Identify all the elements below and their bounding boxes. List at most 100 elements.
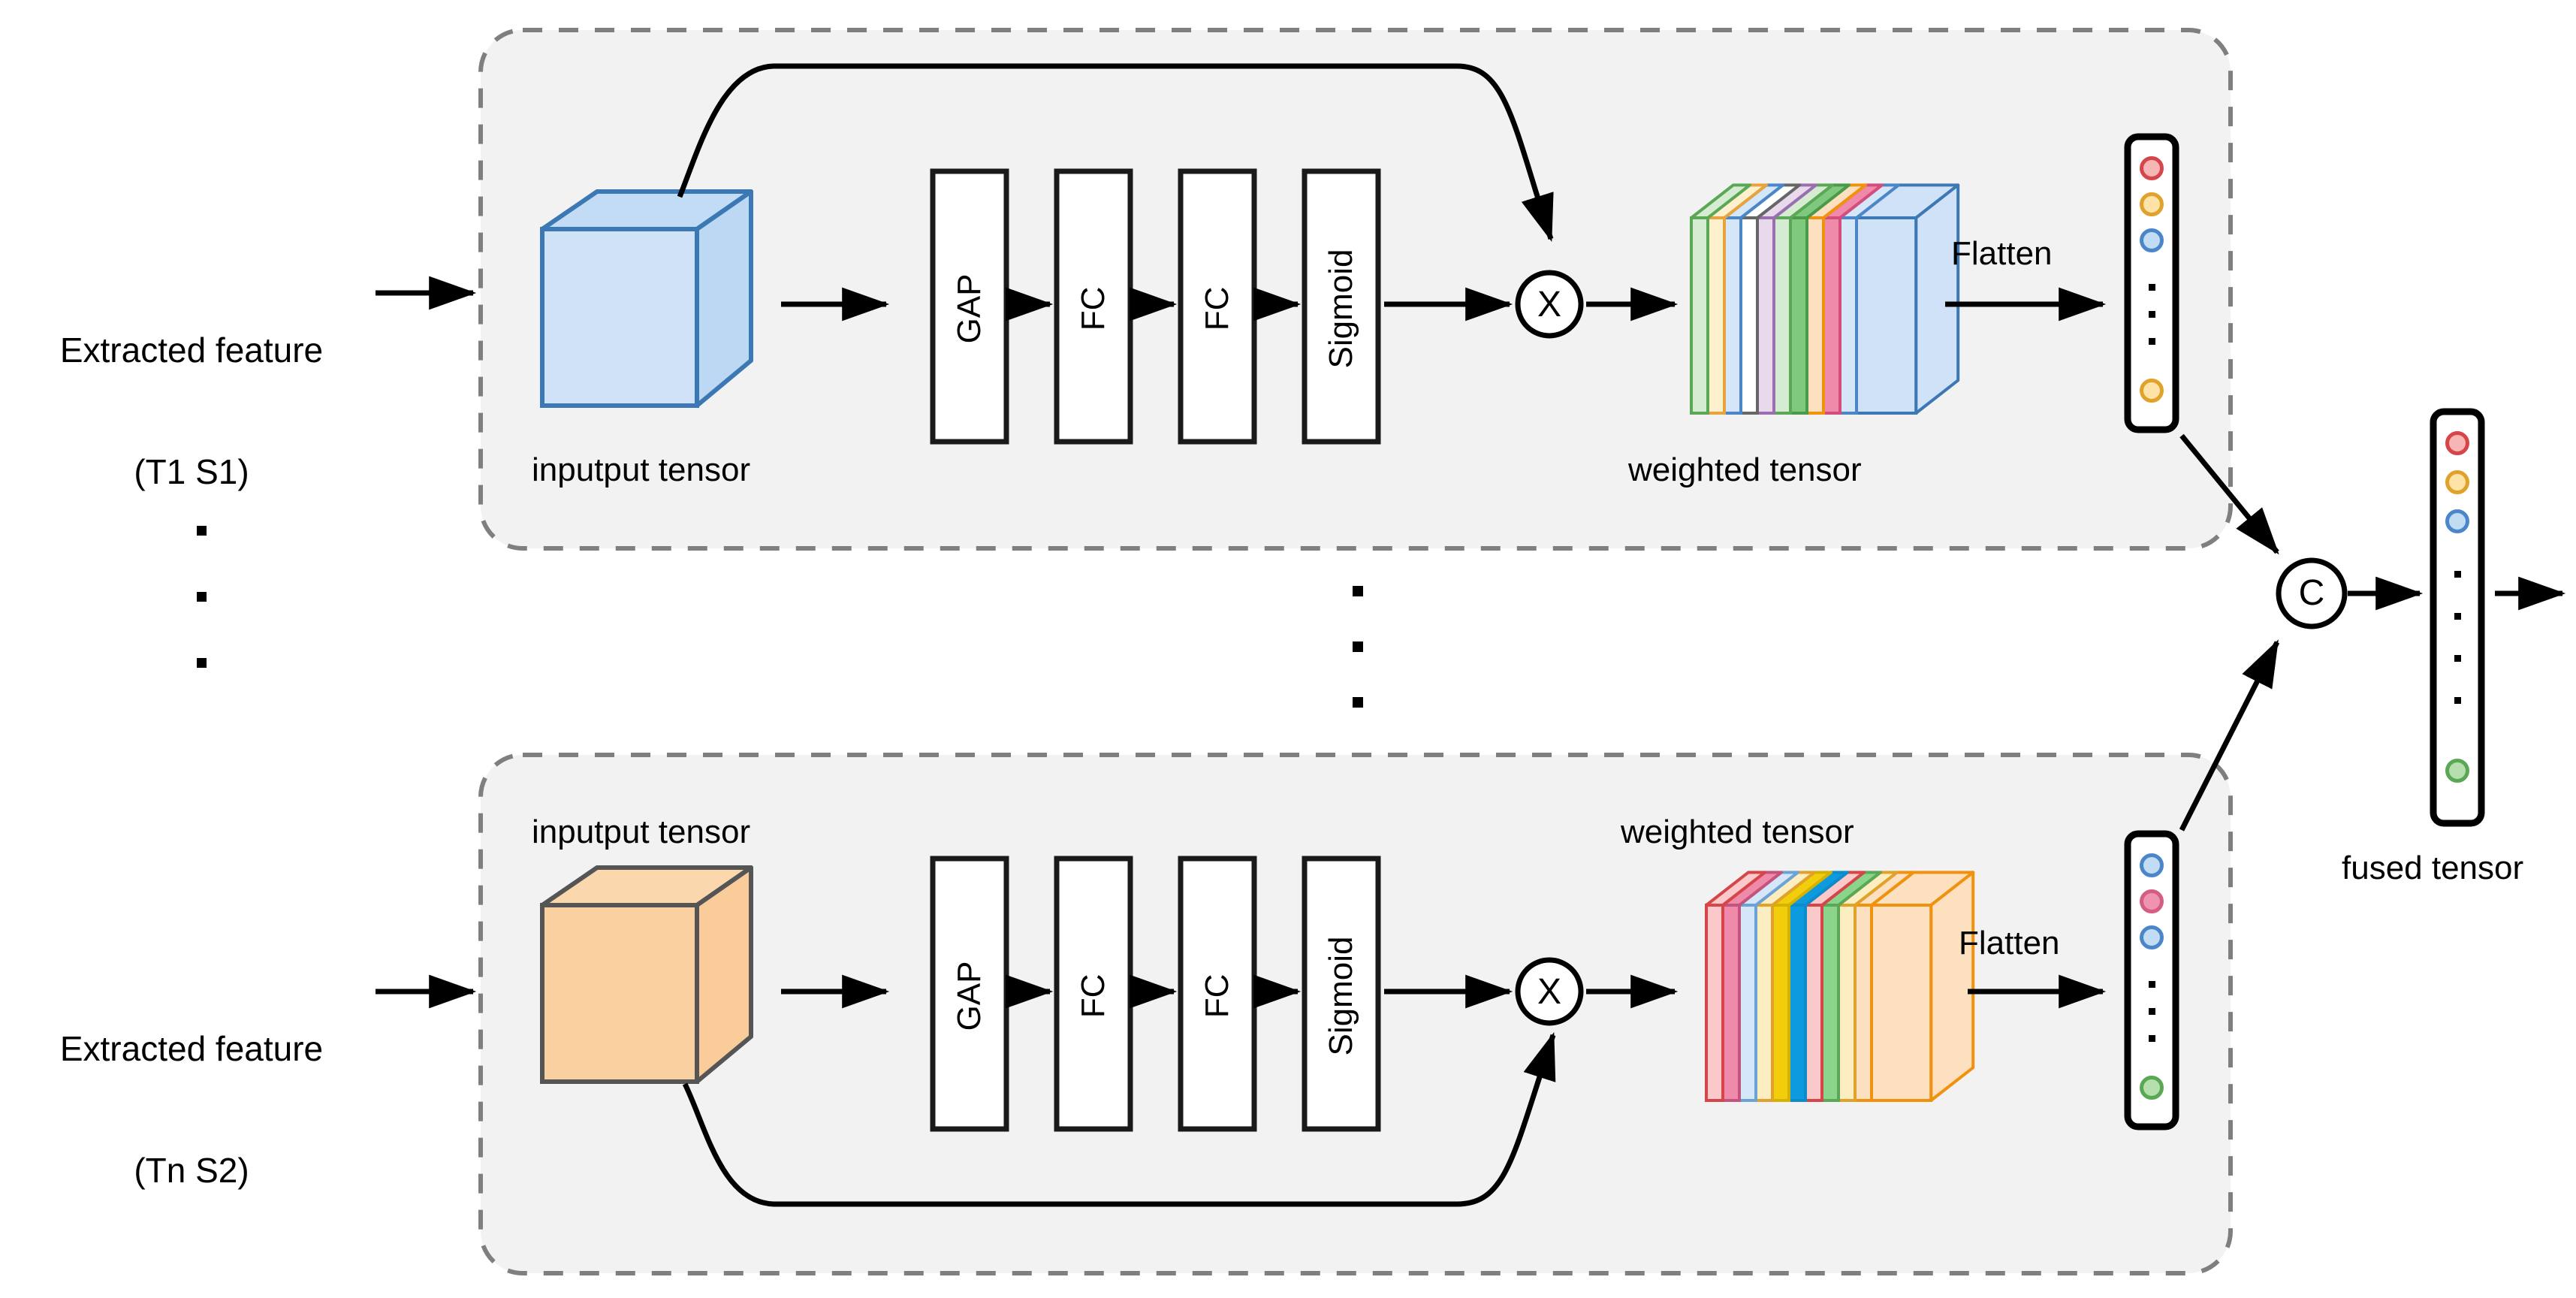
ellipsis-dot xyxy=(196,526,207,536)
input-label-bottom-line2: (Tn S2) xyxy=(134,1151,249,1191)
vector-ellipsis-dot xyxy=(2454,697,2461,704)
concat-node xyxy=(2276,557,2348,629)
concat-label: C xyxy=(2298,573,2325,613)
stage-label-fc1-top: FC xyxy=(1075,286,1112,331)
stage-box-sigmoid-top[interactable] xyxy=(1302,168,1381,445)
stage-label-sigmoid-top: Sigmoid xyxy=(1323,249,1360,369)
input-label-bottom: Extracted feature (Tn S2) xyxy=(15,946,368,1272)
tensor-slice xyxy=(1756,216,1775,415)
input-label-top-line2: (T1 S1) xyxy=(134,452,249,492)
stage-box-fc1-bottom[interactable] xyxy=(1054,856,1133,1132)
stage-label-sigmoid-bottom: Sigmoid xyxy=(1323,936,1360,1056)
stage-label-fc1-bottom: FC xyxy=(1075,974,1112,1019)
flatten-label-top: Flatten xyxy=(1951,235,2053,272)
ellipsis-dot xyxy=(196,658,207,668)
weighted-tensor-top xyxy=(1690,183,1960,415)
multiply-label-bottom: X xyxy=(1537,972,1561,1012)
vector-ellipsis-dot xyxy=(2149,1035,2155,1042)
vector-dot xyxy=(2140,156,2164,180)
input-tensor-label-bottom: inputput tensor xyxy=(532,814,751,850)
stage-label-fc2-bottom: FC xyxy=(1199,974,1236,1019)
weighted-tensor-bottom xyxy=(1705,871,1975,1102)
tensor-slice xyxy=(1721,904,1741,1102)
flatten-vector-top-contents xyxy=(2128,137,2176,430)
tensor-slice xyxy=(1855,216,1918,415)
vector-ellipsis-dot xyxy=(2149,311,2155,318)
stage-box-fc2-bottom[interactable] xyxy=(1178,856,1257,1132)
vector-ellipsis-dot xyxy=(2454,613,2461,620)
tensor-slice xyxy=(1772,216,1792,415)
tensor-slice xyxy=(1705,904,1724,1102)
vector-dot xyxy=(2140,925,2164,949)
vector-dot xyxy=(2140,889,2164,913)
multiply-node-bottom xyxy=(1515,957,1584,1026)
vector-ellipsis-dot xyxy=(2454,571,2461,578)
weighted-tensor-label-top: weighted tensor xyxy=(1628,451,1862,488)
fused-tensor-contents xyxy=(2433,412,2481,823)
tensor-slice xyxy=(1870,904,1933,1102)
vector-dot xyxy=(2140,853,2164,877)
tensor-slice xyxy=(1723,216,1742,415)
tensor-slice xyxy=(1804,904,1823,1102)
tensor-slice-side-face xyxy=(1914,183,1960,415)
stage-box-fc2-top[interactable] xyxy=(1178,168,1257,445)
skip-connection-bottom xyxy=(682,1032,1556,1207)
fused-tensor-label: fused tensor xyxy=(2342,850,2524,886)
vector-dot xyxy=(2140,228,2164,252)
ellipsis-dot xyxy=(196,592,207,602)
vector-dot xyxy=(2140,192,2164,216)
vector-dot xyxy=(2140,379,2164,403)
tensor-slice xyxy=(1771,904,1790,1102)
skip-connection-top xyxy=(677,63,1554,243)
vector-dot xyxy=(2445,509,2469,533)
input-label-top-line1: Extracted feature xyxy=(59,330,324,370)
stage-label-gap-top: GAP xyxy=(951,273,988,344)
multiply-label-top: X xyxy=(1537,285,1561,324)
tensor-slice xyxy=(1838,216,1858,415)
stage-label-fc2-top: FC xyxy=(1199,286,1236,331)
vertical-ellipsis-left xyxy=(186,526,216,668)
vertical-ellipsis-center xyxy=(1343,586,1373,708)
weighted-tensor-label-bottom: weighted tensor xyxy=(1621,814,1854,850)
tensor-slice xyxy=(1789,216,1808,415)
multiply-node-top xyxy=(1515,270,1584,339)
tensor-slice xyxy=(1854,904,1873,1102)
vector-ellipsis-dot xyxy=(2454,655,2461,662)
tensor-slice xyxy=(1822,216,1842,415)
tensor-slice xyxy=(1754,904,1774,1102)
tensor-slice xyxy=(1837,904,1857,1102)
vector-ellipsis-dot xyxy=(2149,1008,2155,1015)
arrow-top-to-concat xyxy=(2179,433,2279,555)
vector-ellipsis-dot xyxy=(2149,981,2155,988)
input-tensor-cube-bottom xyxy=(540,865,753,1084)
vector-dot xyxy=(2445,759,2469,783)
flatten-vector-bottom xyxy=(2124,830,2179,1130)
input-tensor-label-top: inputput tensor xyxy=(532,451,751,488)
tensor-slice xyxy=(1805,216,1825,415)
tensor-slice xyxy=(1690,216,1709,415)
stage-box-sigmoid-bottom[interactable] xyxy=(1302,856,1381,1132)
flatten-vector-bottom-contents xyxy=(2128,834,2176,1127)
tensor-slice xyxy=(1706,216,1726,415)
ellipsis-dot xyxy=(1353,641,1363,652)
flatten-label-bottom: Flatten xyxy=(1959,925,2060,961)
input-label-top: Extracted feature (T1 S1) xyxy=(15,248,368,574)
vector-ellipsis-dot xyxy=(2149,338,2155,345)
tensor-slice xyxy=(1787,904,1807,1102)
arrow-bottom-to-concat xyxy=(2179,639,2280,832)
tensor-slice xyxy=(1739,216,1759,415)
stage-label-gap-bottom: GAP xyxy=(951,961,988,1031)
vector-dot xyxy=(2445,431,2469,455)
tensor-slice-side-face xyxy=(1929,871,1975,1102)
ellipsis-dot xyxy=(1353,697,1363,708)
input-tensor-cube-top xyxy=(540,189,753,408)
tensor-slice xyxy=(1820,904,1840,1102)
flatten-vector-top xyxy=(2124,133,2179,433)
vector-ellipsis-dot xyxy=(2149,284,2155,291)
vector-dot xyxy=(2140,1076,2164,1100)
stage-box-gap-top[interactable] xyxy=(930,168,1009,445)
ellipsis-dot xyxy=(1353,586,1363,596)
tensor-slice xyxy=(1738,904,1757,1102)
